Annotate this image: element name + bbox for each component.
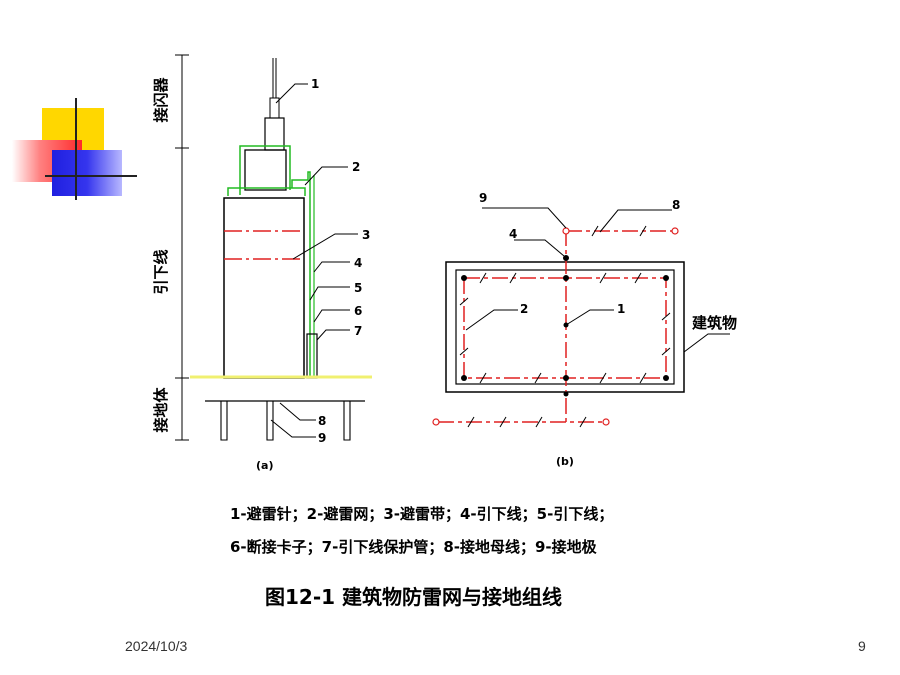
footer-date: 2024/10/3 [125, 638, 188, 654]
side-label-grounding: 接地体 [152, 387, 170, 433]
number-9: 9 [318, 431, 326, 445]
legend-line-2: 6-断接卡子；7-引下线保护管；8-接地母线；9-接地极 [230, 538, 598, 556]
leader-building [683, 333, 730, 353]
lightning-net-rect [463, 277, 667, 379]
number-b4: 4 [509, 227, 517, 241]
number-4: 4 [354, 256, 362, 270]
bonding-points [461, 255, 669, 397]
grounding-electrode [220, 401, 228, 441]
number-b8: 8 [672, 198, 680, 212]
deco-blue-square [52, 150, 122, 196]
side-label-air-terminal: 接闪器 [152, 77, 170, 123]
number-2: 2 [352, 160, 360, 174]
leader-b2 [465, 309, 518, 331]
leader-5 [309, 286, 350, 301]
leader-b9 [482, 207, 567, 229]
figure-caption: 图12-1 建筑物防雷网与接地组线 [265, 585, 562, 609]
number-b9: 9 [479, 191, 487, 205]
side-label-down-conductor: 引下线 [152, 249, 170, 294]
electrode-end [432, 418, 440, 426]
leader-7 [316, 329, 350, 341]
number-b1: 1 [617, 302, 625, 316]
number-8: 8 [318, 414, 326, 428]
rooftop-structure [244, 149, 287, 191]
number-3: 3 [362, 228, 370, 242]
leader-8 [279, 402, 316, 421]
building-body [223, 197, 305, 379]
number-b2: 2 [520, 302, 528, 316]
electrode-end [671, 227, 679, 235]
number-5: 5 [354, 281, 362, 295]
leader-b1 [565, 309, 614, 326]
building-label: 建筑物 [692, 314, 737, 332]
leader-b8 [599, 209, 672, 233]
green-lightning-net [227, 187, 306, 196]
legend-line-1: 1-避雷针；2-避雷网；3-避雷带；4-引下线；5-引下线； [230, 505, 613, 523]
leader-b4 [514, 239, 565, 257]
sublabel-b: (b) [556, 455, 574, 468]
green-roof-mesh [239, 145, 291, 195]
green-down-conductor [291, 171, 311, 378]
net-slash-marks [459, 272, 671, 384]
number-1: 1 [311, 77, 319, 91]
grounding-electrode [343, 401, 351, 441]
leader-2 [304, 166, 348, 186]
sublabel-a: (a) [256, 459, 273, 472]
leader-1 [275, 83, 308, 104]
number-7: 7 [354, 324, 362, 338]
leader-6 [313, 309, 350, 323]
grounding-electrode [266, 401, 274, 441]
deco-horizontal-line [45, 175, 137, 177]
leader-4 [313, 261, 350, 273]
page-number: 9 [858, 638, 866, 654]
leader-9 [270, 419, 316, 438]
electrode-end [602, 418, 610, 426]
building-outline-inner [455, 269, 675, 385]
protection-tube [306, 333, 318, 379]
leader-3 [292, 233, 358, 260]
electrode-end [562, 227, 570, 235]
lightning-rod-base [264, 117, 285, 151]
number-6: 6 [354, 304, 362, 318]
deco-vertical-line [75, 98, 77, 200]
